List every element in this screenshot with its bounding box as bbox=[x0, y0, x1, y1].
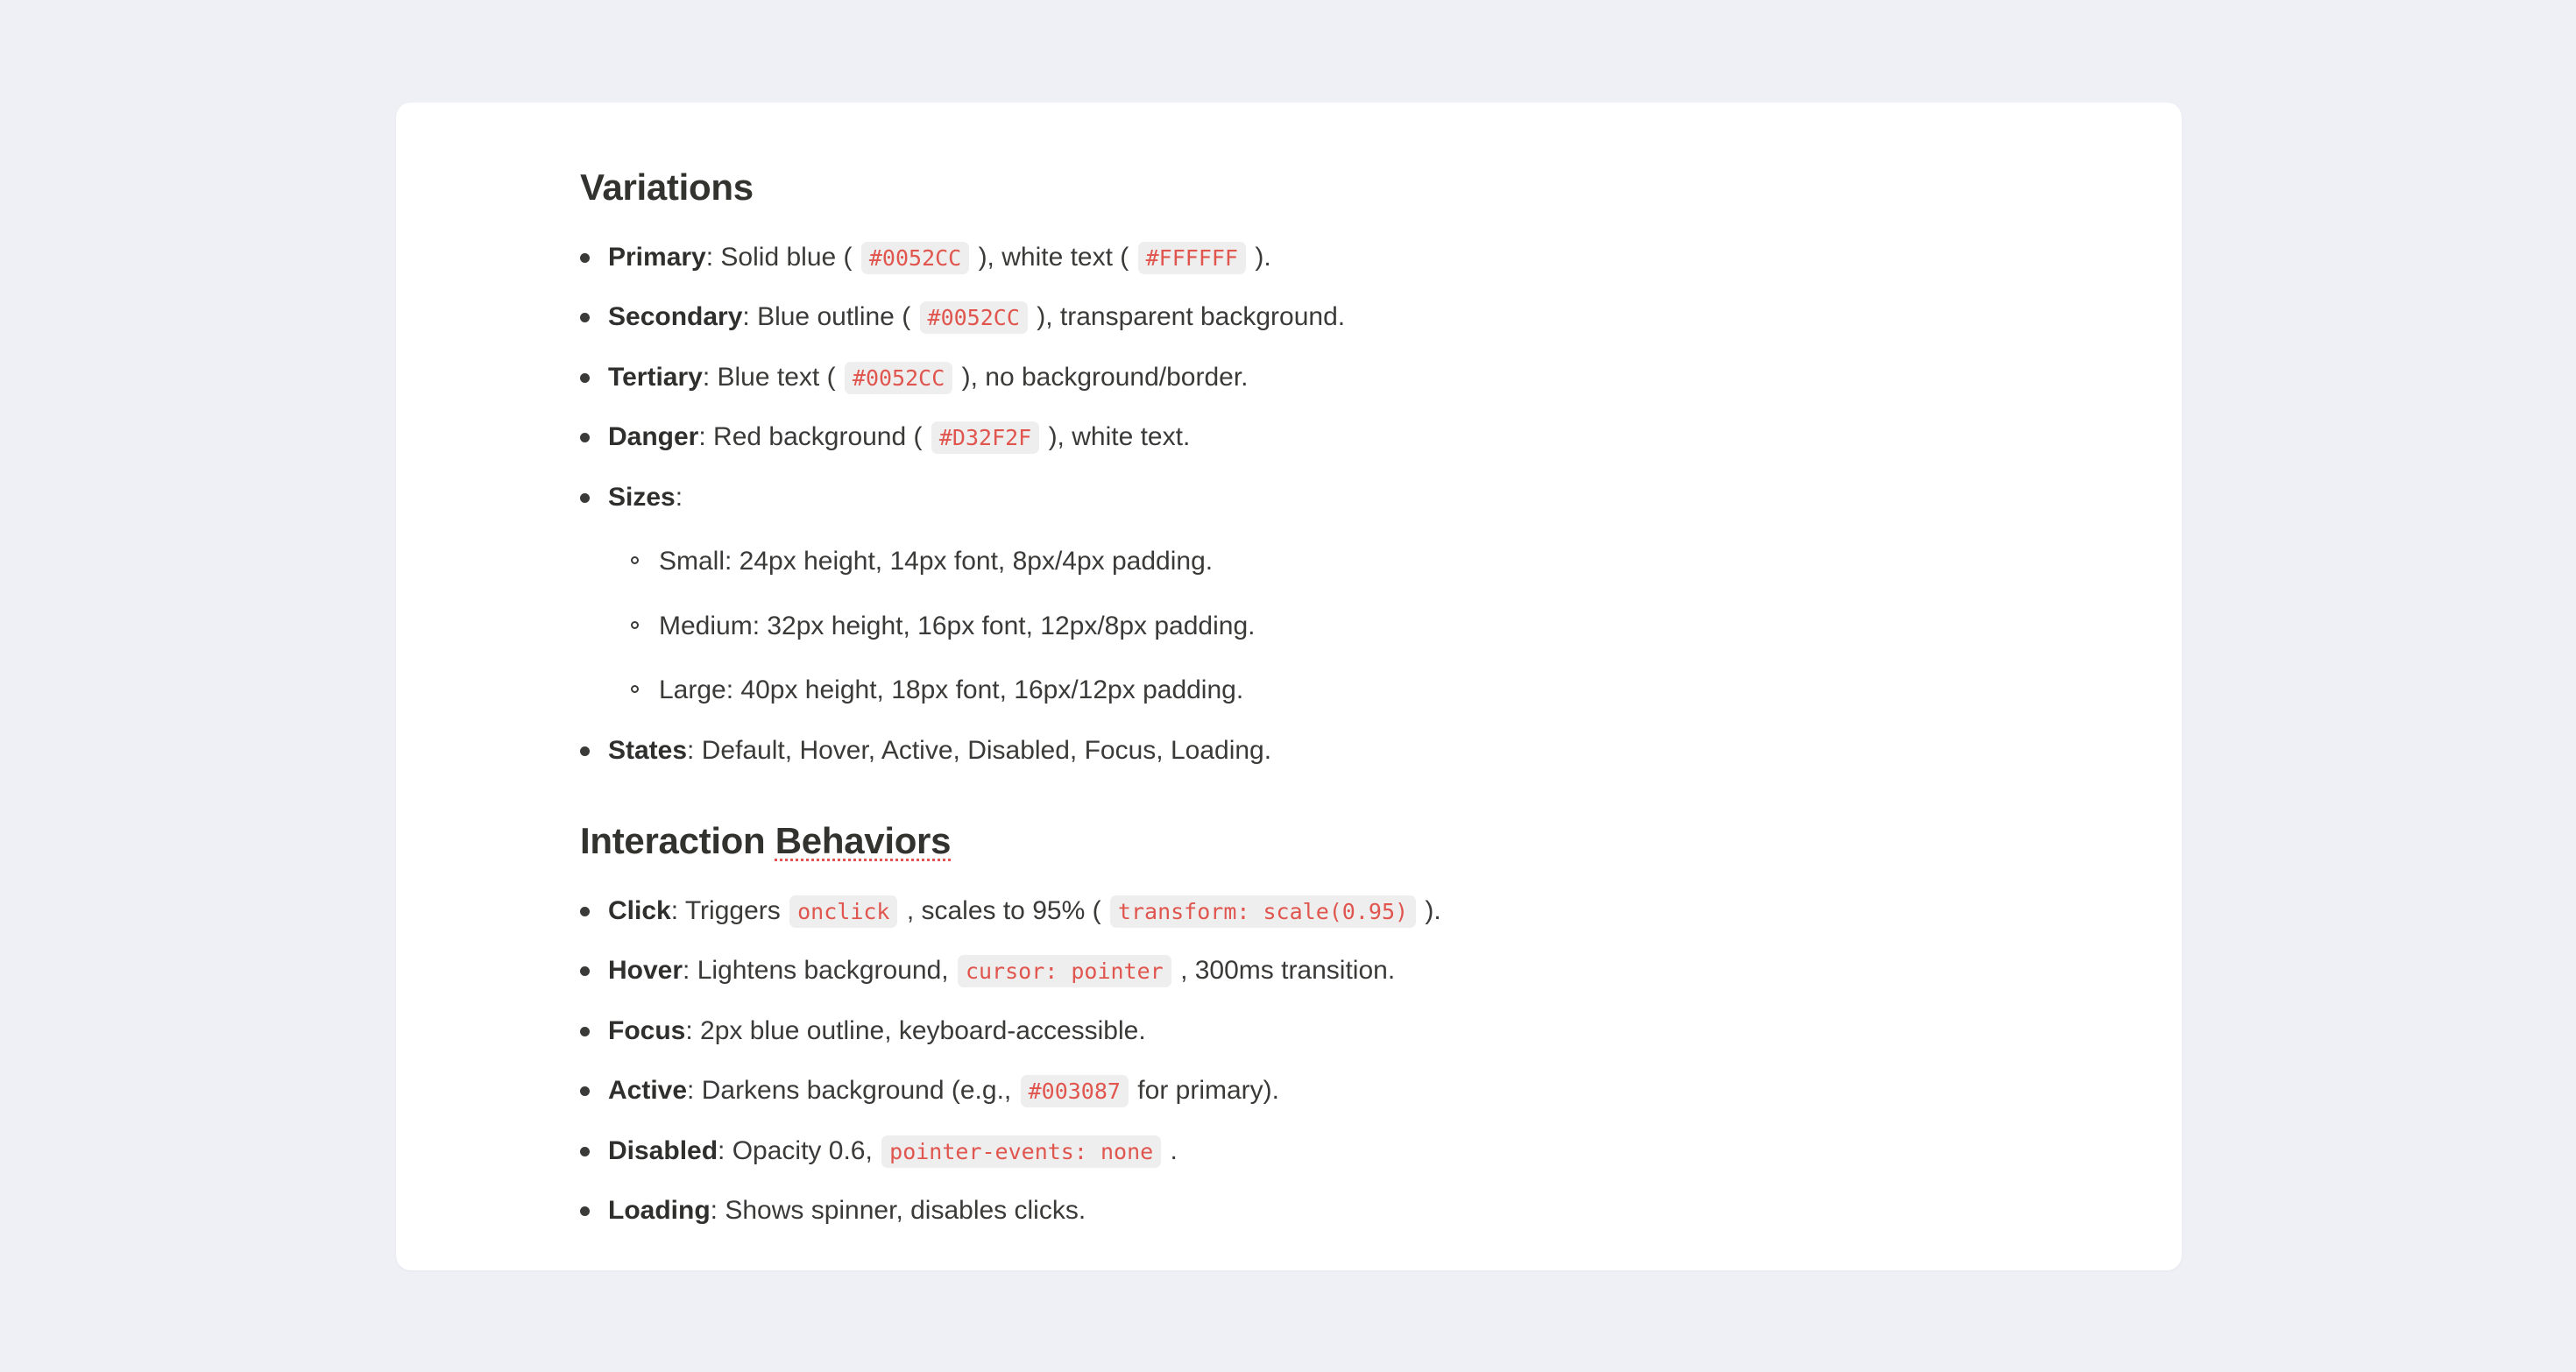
list-item-text: ), transparent background. bbox=[1037, 302, 1346, 332]
list-item-text: : Opacity 0.6, bbox=[718, 1135, 873, 1165]
list-item: States: Default, Hover, Active, Disabled… bbox=[580, 734, 2112, 767]
list-item-text: : 2px blue outline, keyboard-accessible. bbox=[685, 1015, 1146, 1045]
list-item-text: : Red background ( bbox=[698, 422, 923, 452]
list-item: Secondary: Blue outline ( #0052CC ), tra… bbox=[580, 301, 2112, 335]
section-heading-text: Interaction bbox=[580, 820, 775, 862]
bullet-marker-icon bbox=[580, 372, 590, 383]
bullet-marker-icon bbox=[580, 492, 590, 503]
list-item-label: Sizes bbox=[608, 482, 676, 512]
list-item: Primary: Solid blue ( #0052CC ), white t… bbox=[580, 241, 2112, 274]
code-token: #003087 bbox=[1020, 1075, 1129, 1108]
code-token: #D32F2F bbox=[931, 421, 1040, 455]
list-item-text: : Shows spinner, disables clicks. bbox=[710, 1196, 1086, 1226]
list-item: Danger: Red background ( #D32F2F ), whit… bbox=[580, 421, 2112, 455]
hollow-bullet-marker-icon bbox=[631, 685, 639, 694]
list-item: Active: Darkens background (e.g., #00308… bbox=[580, 1074, 2112, 1108]
list-item-label: Secondary bbox=[608, 302, 743, 332]
list-item-text: ), no background/border. bbox=[961, 362, 1249, 392]
list-item: Focus: 2px blue outline, keyboard-access… bbox=[580, 1015, 2112, 1048]
bullet-marker-icon bbox=[580, 1146, 590, 1156]
section-heading: Variations bbox=[580, 166, 2112, 209]
spec-list: Primary: Solid blue ( #0052CC ), white t… bbox=[580, 241, 2112, 767]
spec-list: Click: Triggers onclick , scales to 95% … bbox=[580, 895, 2112, 1227]
sub-list-item: Medium: 32px height, 16px font, 12px/8px… bbox=[631, 610, 2112, 643]
bullet-marker-icon bbox=[580, 746, 590, 756]
list-item: Tertiary: Blue text ( #0052CC ), no back… bbox=[580, 361, 2112, 394]
list-item: Click: Triggers onclick , scales to 95% … bbox=[580, 895, 2112, 928]
list-item-text: : Triggers bbox=[670, 895, 781, 925]
spec-sublist: Small: 24px height, 14px font, 8px/4px p… bbox=[608, 545, 2112, 707]
list-item-text: , 300ms transition. bbox=[1180, 956, 1396, 986]
bullet-marker-icon bbox=[580, 1206, 590, 1217]
sub-list-item-text: Small: 24px height, 14px font, 8px/4px p… bbox=[659, 547, 1214, 576]
list-item-text: for primary). bbox=[1137, 1076, 1279, 1106]
list-item-label: Primary bbox=[608, 242, 706, 272]
bullet-marker-icon bbox=[580, 433, 590, 443]
code-token: transform: scale(0.95) bbox=[1109, 895, 1417, 928]
sub-list-item-text: Large: 40px height, 18px font, 16px/12px… bbox=[659, 675, 1244, 705]
list-item-text: : bbox=[675, 482, 683, 512]
section-heading: Interaction Behaviors bbox=[580, 819, 2112, 863]
list-item-text: ). bbox=[1425, 895, 1441, 925]
list-item-text: ). bbox=[1255, 242, 1271, 272]
list-item-label: Active bbox=[608, 1076, 688, 1106]
list-item-text: . bbox=[1170, 1135, 1178, 1165]
list-item-text: : Solid blue ( bbox=[705, 242, 853, 272]
list-item-label: Click bbox=[608, 895, 671, 925]
sub-list-item: Large: 40px height, 18px font, 16px/12px… bbox=[631, 674, 2112, 707]
sub-list-item: Small: 24px height, 14px font, 8px/4px p… bbox=[631, 545, 2112, 578]
section-heading-misspelled-word: Behaviors bbox=[775, 820, 952, 862]
code-token: cursor: pointer bbox=[957, 955, 1171, 988]
list-item: Sizes: Small: 24px height, 14px font, 8px… bbox=[580, 481, 2112, 707]
sub-list-item-text: Medium: 32px height, 16px font, 12px/8px… bbox=[659, 611, 1256, 640]
bullet-marker-icon bbox=[580, 1026, 590, 1036]
list-item-text: : Darkens background (e.g., bbox=[687, 1076, 1012, 1106]
code-token: pointer-events: none bbox=[881, 1135, 1162, 1168]
code-token: #FFFFFF bbox=[1137, 241, 1246, 274]
bullet-marker-icon bbox=[580, 906, 590, 916]
hollow-bullet-marker-icon bbox=[631, 556, 639, 565]
list-item-text: : Default, Hover, Active, Disabled, Focu… bbox=[687, 735, 1272, 765]
list-item: Disabled: Opacity 0.6, pointer-events: n… bbox=[580, 1135, 2112, 1168]
list-item: Hover: Lightens background, cursor: poin… bbox=[580, 954, 2112, 988]
list-item-text: ), white text ( bbox=[978, 242, 1129, 272]
list-item-label: Hover bbox=[608, 956, 683, 986]
list-item-text: , scales to 95% ( bbox=[906, 895, 1101, 925]
list-item-text: : Blue text ( bbox=[702, 362, 836, 392]
bullet-marker-icon bbox=[580, 1086, 590, 1097]
bullet-marker-icon bbox=[580, 966, 590, 977]
list-item-text: : Lightens background, bbox=[683, 956, 949, 986]
list-item-label: Disabled bbox=[608, 1135, 718, 1165]
bullet-marker-icon bbox=[580, 313, 590, 323]
list-item-label: Focus bbox=[608, 1015, 686, 1045]
section-heading-text: Variations bbox=[580, 166, 754, 208]
code-token: #0052CC bbox=[919, 301, 1028, 335]
code-token: #0052CC bbox=[844, 361, 953, 394]
bullet-marker-icon bbox=[580, 252, 590, 263]
list-item-text: ), white text. bbox=[1048, 422, 1191, 452]
list-item-label: Tertiary bbox=[608, 362, 703, 392]
list-item: Loading: Shows spinner, disables clicks. bbox=[580, 1194, 2112, 1227]
hollow-bullet-marker-icon bbox=[631, 620, 639, 629]
list-item-label: Danger bbox=[608, 422, 699, 452]
code-token: onclick bbox=[789, 895, 898, 928]
list-item-label: Loading bbox=[608, 1196, 711, 1226]
list-item-label: States bbox=[608, 735, 688, 765]
code-token: #0052CC bbox=[860, 241, 970, 274]
list-item-text: : Blue outline ( bbox=[742, 302, 911, 332]
